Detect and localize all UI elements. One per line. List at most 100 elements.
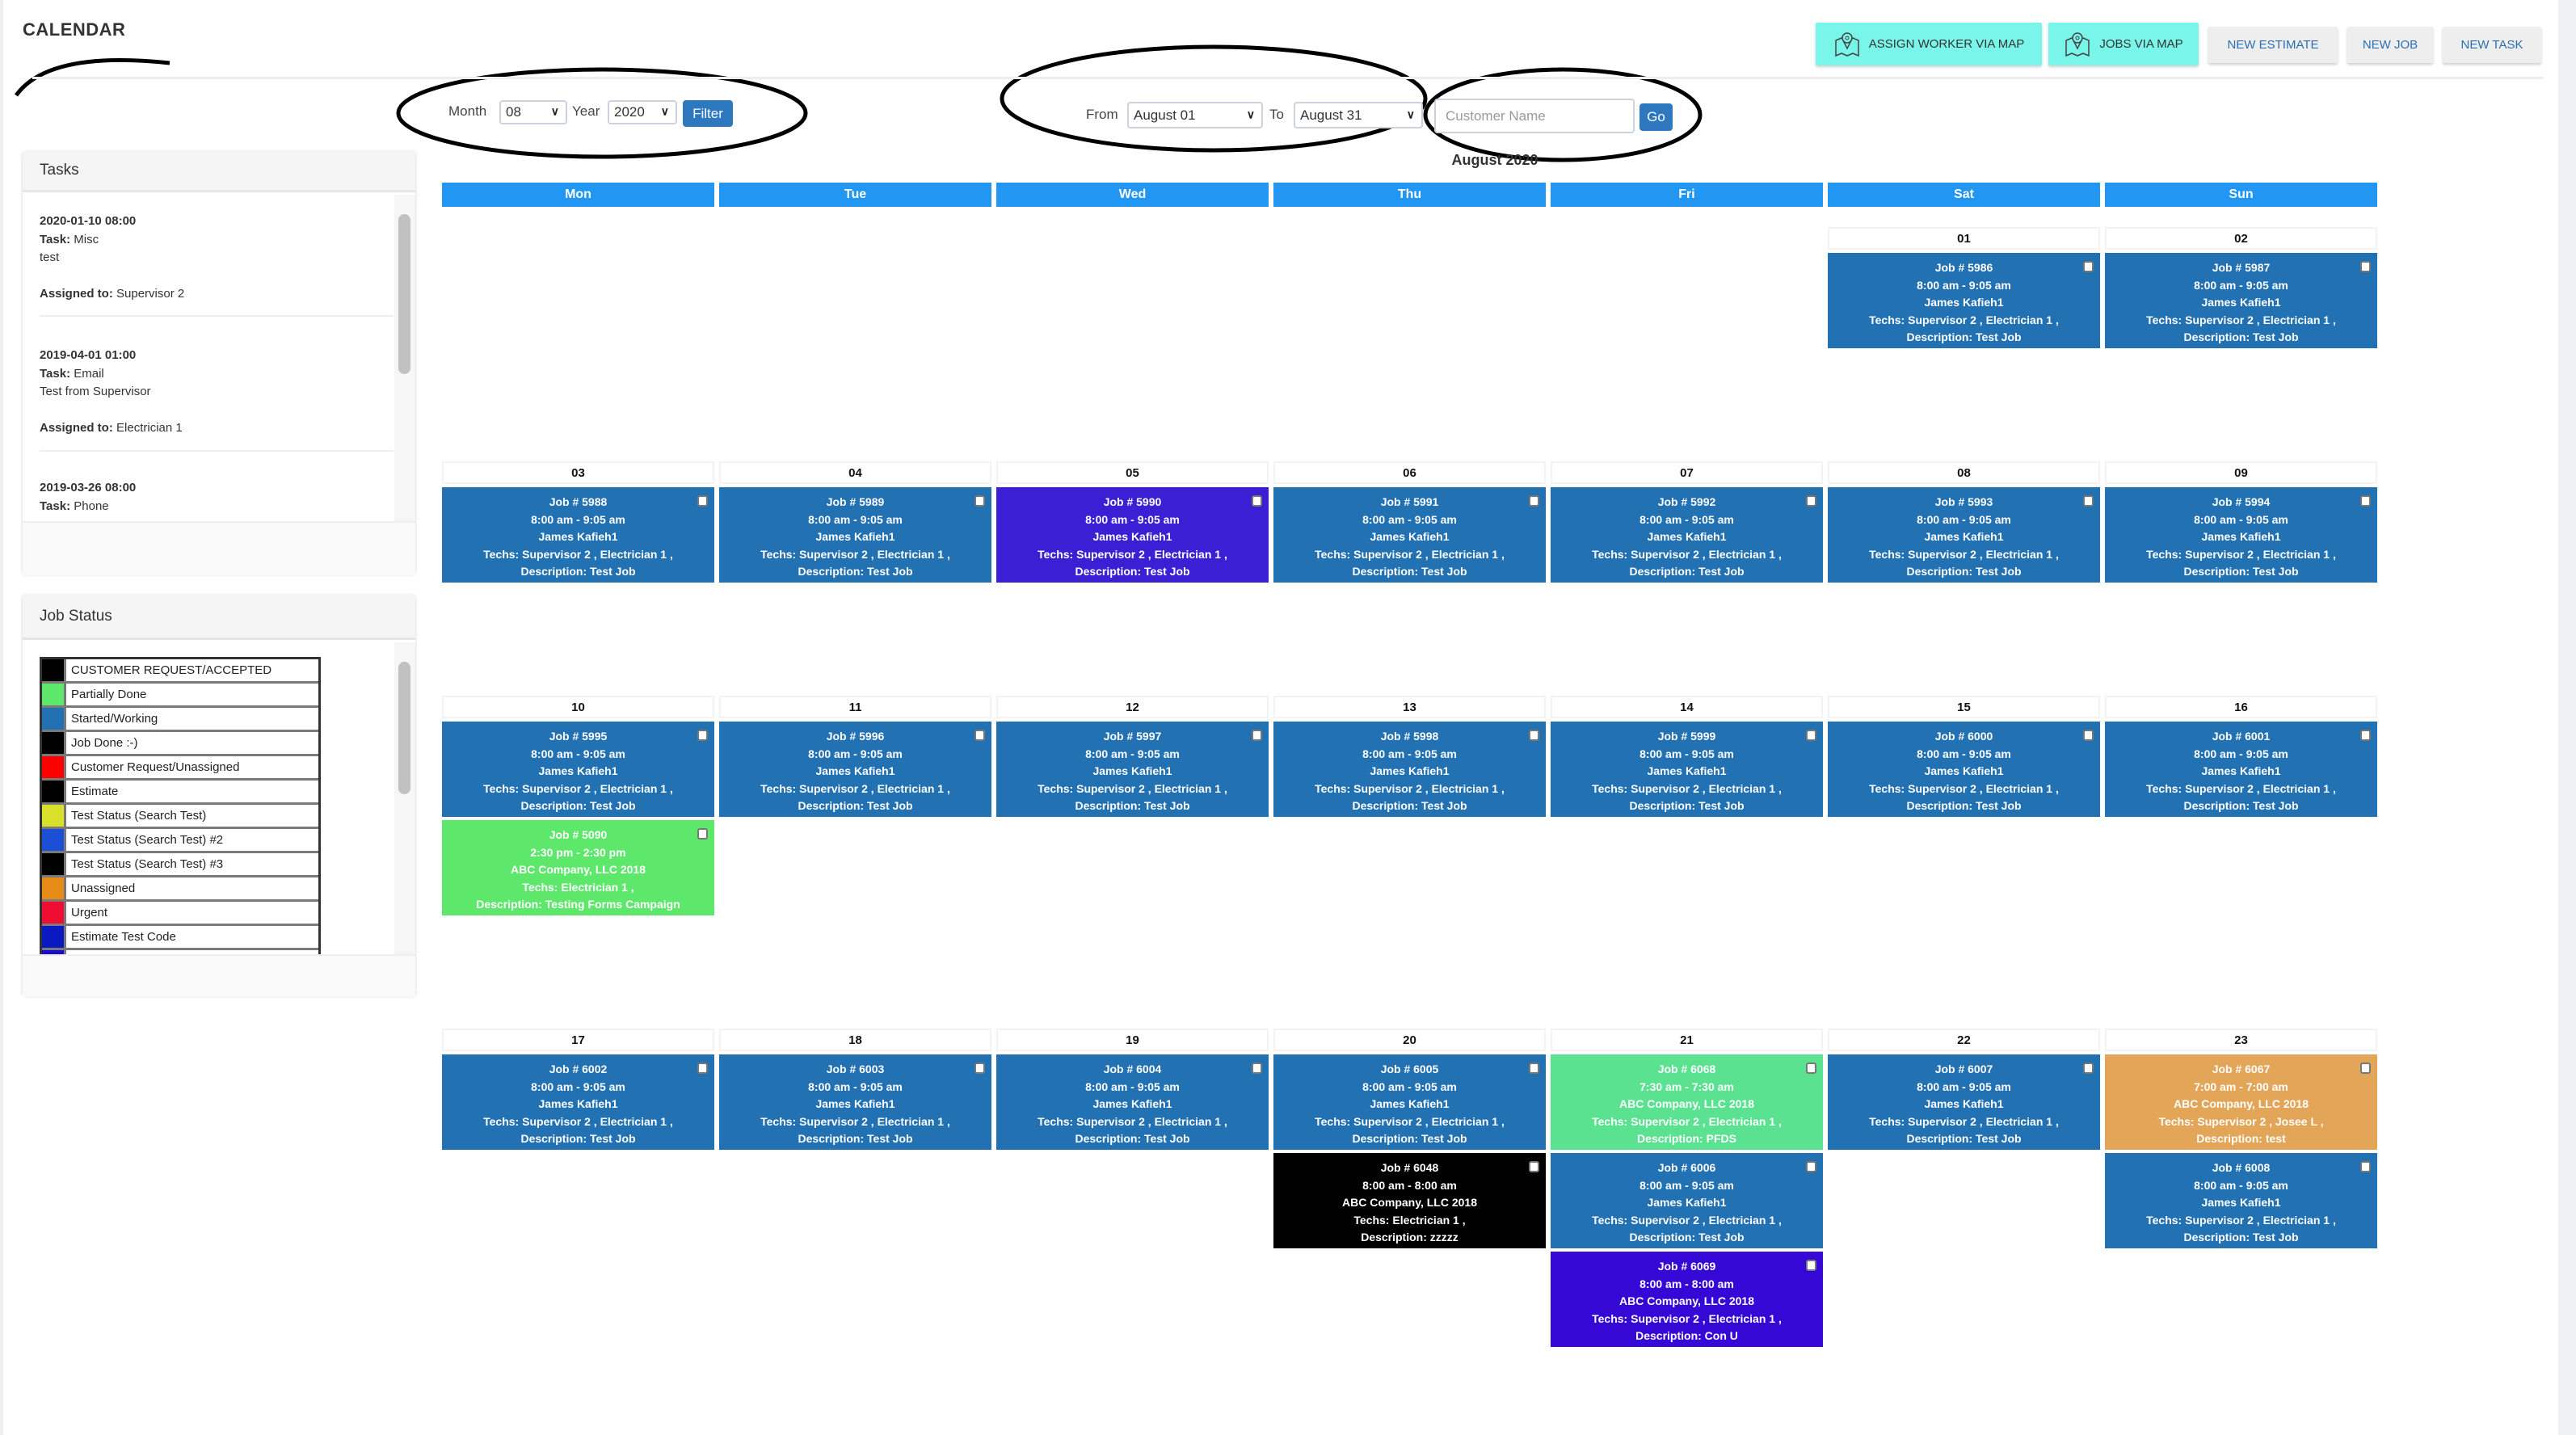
job-select-checkbox[interactable]	[2083, 730, 2094, 741]
job-select-checkbox[interactable]	[1806, 495, 1816, 507]
year-select[interactable]: 2020∨	[608, 100, 677, 124]
job-select-checkbox[interactable]	[1252, 495, 1262, 507]
job-select-checkbox[interactable]	[697, 495, 708, 507]
from-date-select[interactable]: August 01∨	[1127, 102, 1263, 128]
tasks-panel-header: Tasks	[23, 151, 415, 192]
job-select-checkbox[interactable]	[1252, 1063, 1262, 1074]
job-select-checkbox[interactable]	[974, 1063, 985, 1074]
job-select-checkbox[interactable]	[974, 495, 985, 507]
job-select-checkbox[interactable]	[697, 730, 708, 741]
job-select-checkbox[interactable]	[1529, 1161, 1539, 1172]
task-item[interactable]: 2019-03-26 08:00 Task: Phone	[40, 479, 136, 516]
job-select-checkbox[interactable]	[1252, 730, 1262, 741]
job-select-checkbox[interactable]	[2360, 495, 2371, 507]
task-item[interactable]: 2019-04-01 01:00 Task: Email Test from S…	[40, 347, 183, 437]
job-select-checkbox[interactable]	[1806, 1260, 1816, 1271]
job-select-checkbox[interactable]	[1806, 730, 1816, 741]
job-select-checkbox[interactable]	[1806, 1063, 1816, 1074]
status-label: Partially Done	[71, 688, 147, 701]
job-select-checkbox[interactable]	[2360, 1063, 2371, 1074]
filter-button[interactable]: Filter	[683, 100, 733, 127]
job-select-checkbox[interactable]	[974, 730, 985, 741]
job-select-checkbox[interactable]	[2360, 261, 2371, 272]
new-job-button[interactable]: NEW JOB	[2347, 27, 2433, 63]
job-select-checkbox[interactable]	[697, 1063, 708, 1074]
task-item[interactable]: 2020-01-10 08:00 Task: Misc test Assigne…	[40, 213, 184, 303]
job-select-checkbox[interactable]	[2083, 261, 2094, 272]
job-select-checkbox[interactable]	[1529, 730, 1539, 741]
job-select-checkbox[interactable]	[1529, 495, 1539, 507]
month-select[interactable]: 08∨	[499, 100, 567, 124]
jobs-via-map-button[interactable]: JOBS VIA MAP	[2048, 23, 2199, 65]
page-scrollbar-track[interactable]	[2558, 0, 2576, 1435]
new-estimate-button[interactable]: NEW ESTIMATE	[2208, 27, 2338, 63]
new-task-button[interactable]: NEW TASK	[2443, 27, 2541, 63]
job-select-checkbox[interactable]	[1529, 1063, 1539, 1074]
job-select-checkbox[interactable]	[2083, 495, 2094, 507]
job-status-scrollbar-thumb[interactable]	[398, 662, 410, 794]
job-select-checkbox[interactable]	[2360, 730, 2371, 741]
to-date-select[interactable]: August 31∨	[1294, 102, 1423, 128]
go-button[interactable]: Go	[1639, 103, 1673, 131]
job-select-checkbox[interactable]	[2360, 1161, 2371, 1172]
job-select-checkbox[interactable]	[1806, 1161, 1816, 1172]
job-select-checkbox[interactable]	[697, 828, 708, 840]
tasks-scrollbar-thumb[interactable]	[398, 214, 410, 374]
customer-name-input[interactable]	[1434, 99, 1635, 133]
job-select-checkbox[interactable]	[2083, 1063, 2094, 1074]
assign-worker-via-map-button[interactable]: ASSIGN WORKER VIA MAP	[1816, 23, 2042, 65]
